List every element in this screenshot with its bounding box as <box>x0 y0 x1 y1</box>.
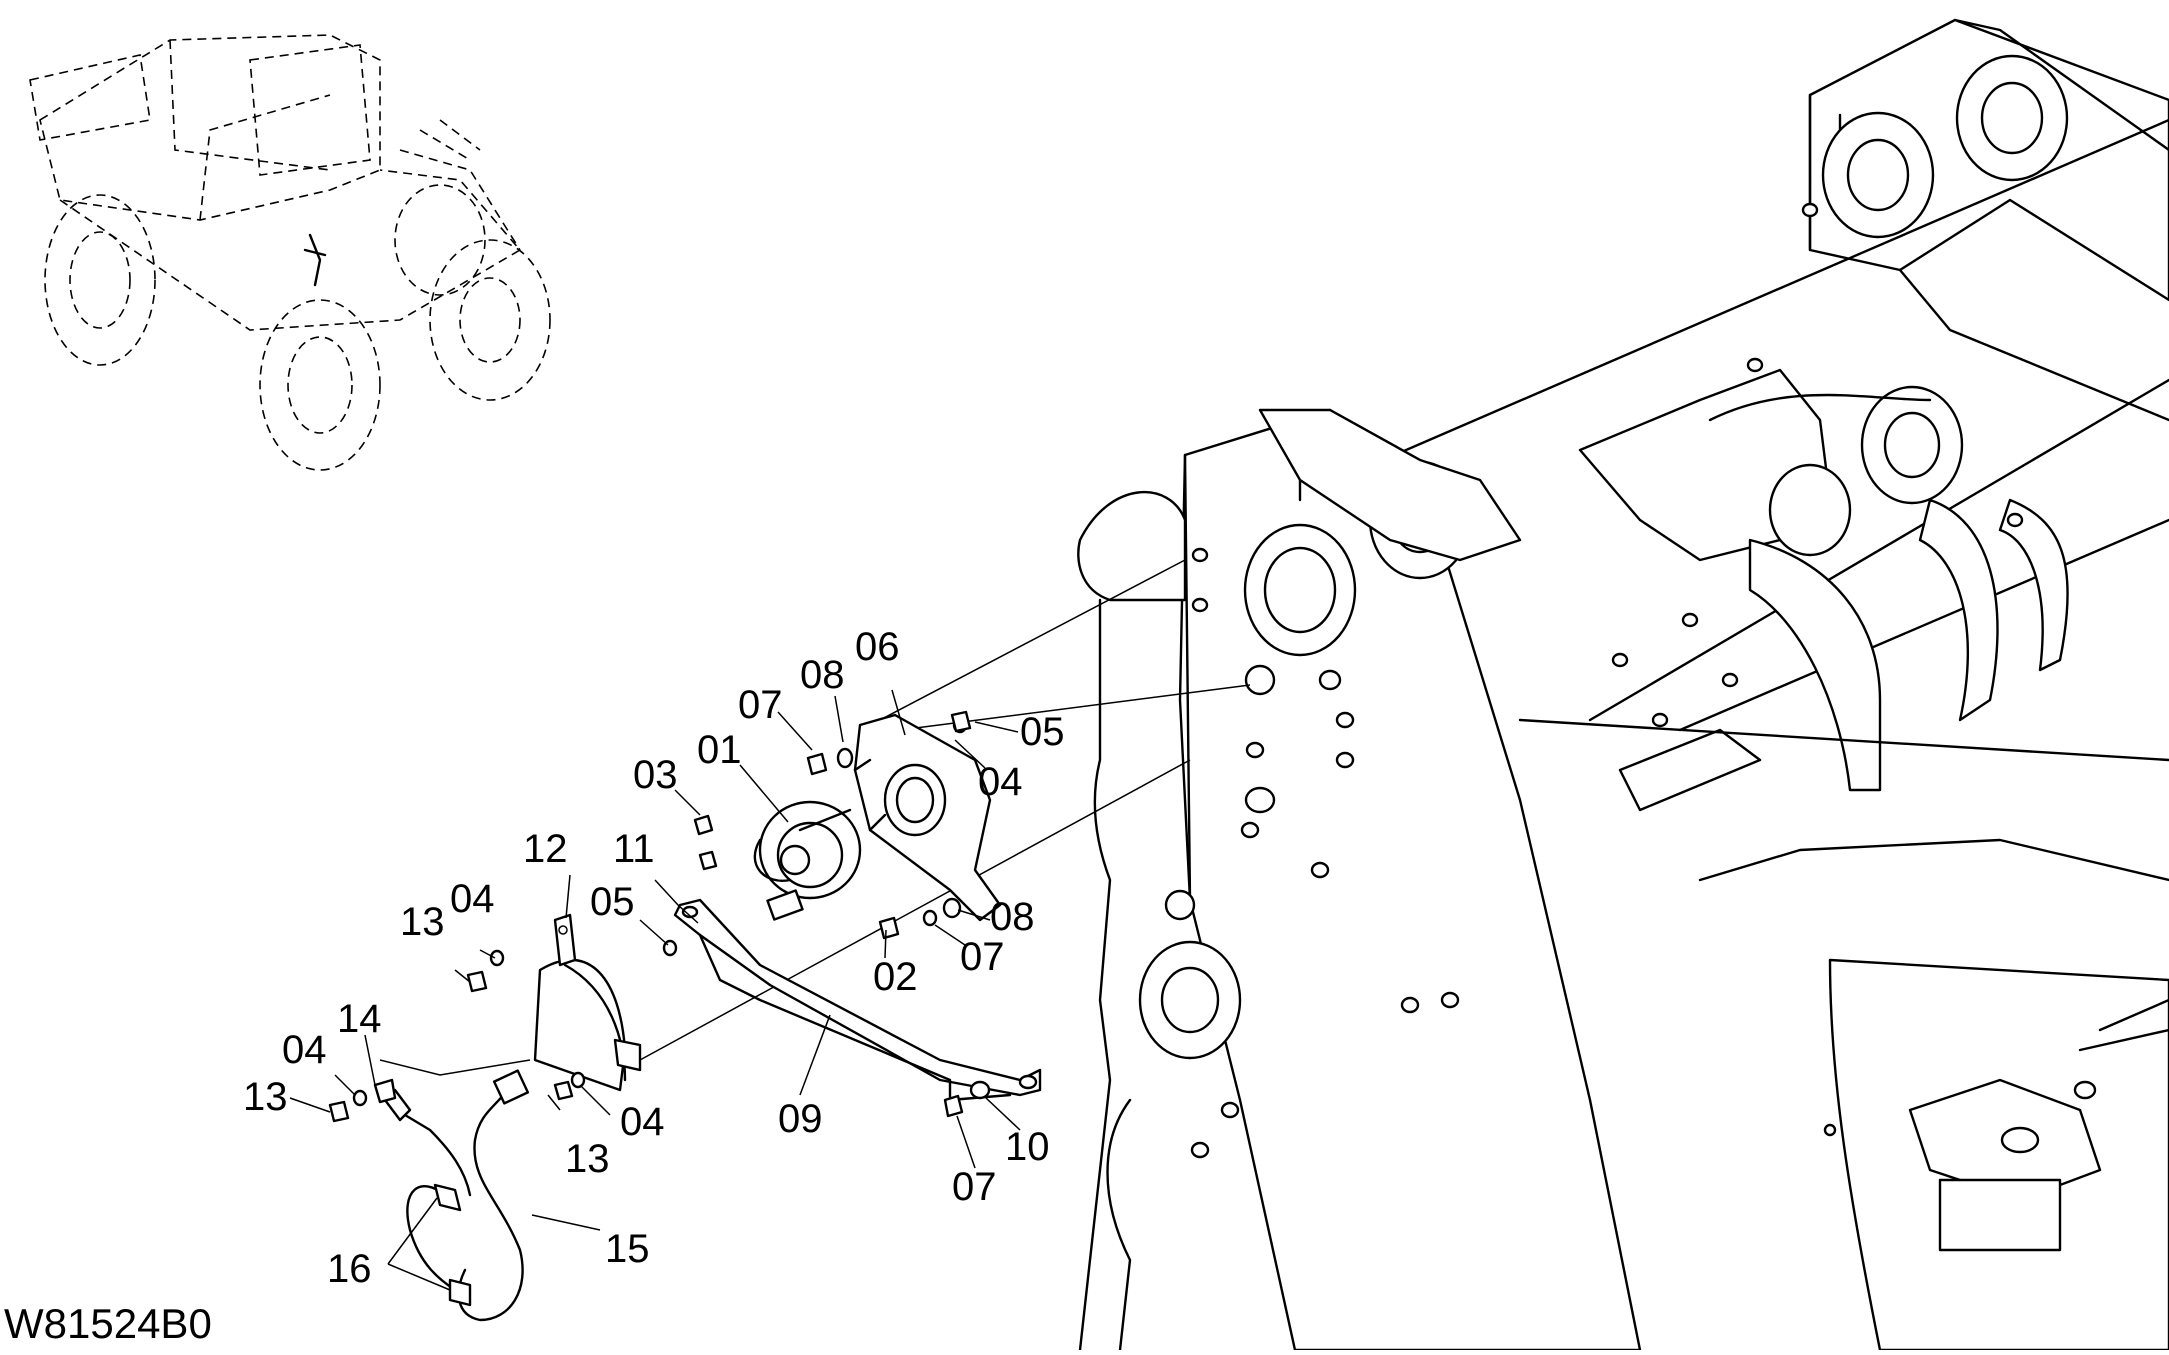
callout-04-left: 04 <box>282 1028 327 1072</box>
callout-08-top: 08 <box>800 653 845 697</box>
second-horn <box>533 913 642 1092</box>
drawing-number: W81524B0 <box>4 1300 212 1347</box>
callout-13-lower: 13 <box>565 1137 610 1181</box>
horn-assembly <box>753 800 862 921</box>
callout-07-mid: 07 <box>960 935 1005 979</box>
fasteners <box>328 710 991 1123</box>
callout-07-top: 07 <box>738 683 783 727</box>
callout-16: 16 <box>327 1247 372 1291</box>
wire-harness <box>383 1069 530 1322</box>
callout-08-lower: 08 <box>990 895 1035 939</box>
horn-bracket <box>853 713 1002 922</box>
callout-05-right: 05 <box>1020 710 1065 754</box>
callout-03: 03 <box>633 753 678 797</box>
callout-09: 09 <box>778 1097 823 1141</box>
callout-13-left: 13 <box>243 1075 288 1119</box>
callout-05-left: 05 <box>590 880 635 924</box>
callout-06: 06 <box>855 625 900 669</box>
callout-04-upper-left: 04 <box>450 877 495 921</box>
callout-02: 02 <box>873 955 918 999</box>
callout-labels: 06 08 07 05 04 03 01 11 12 05 04 13 08 0… <box>4 625 1065 1347</box>
callout-10: 10 <box>1005 1125 1050 1169</box>
callout-13-upper: 13 <box>400 900 445 944</box>
callout-04-lower: 04 <box>620 1100 665 1144</box>
leader-lines <box>289 689 1021 1291</box>
callout-01: 01 <box>697 728 742 772</box>
callout-12: 12 <box>523 827 568 871</box>
harness-bracket <box>673 898 1042 1102</box>
callout-11: 11 <box>613 827 655 871</box>
callout-14: 14 <box>337 997 382 1041</box>
callout-15: 15 <box>605 1227 650 1271</box>
machine-locator-view <box>29 34 551 471</box>
frame-bolts <box>1164 202 2097 1159</box>
callout-04-right: 04 <box>978 760 1023 804</box>
front-frame <box>1077 18 2169 1352</box>
callout-07-bottom: 07 <box>952 1165 997 1209</box>
